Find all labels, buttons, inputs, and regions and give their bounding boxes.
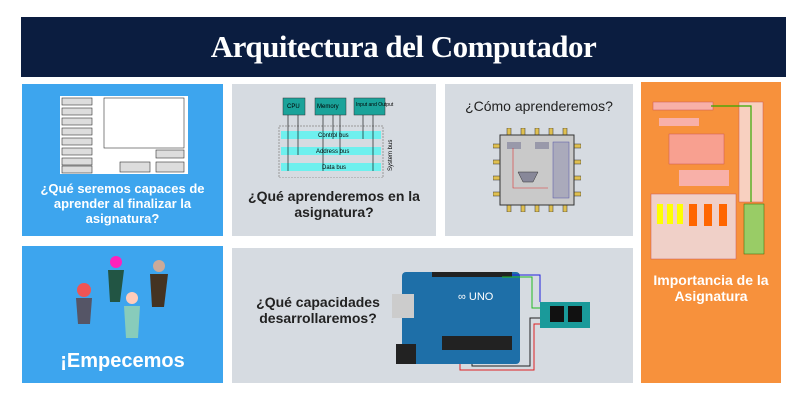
tile-importancia-label: Importancia de la Asignatura [653,272,769,305]
address-bus-label: Address bus [316,149,349,155]
tile-capaces[interactable]: ¿Qué seremos capaces de aprender al fina… [22,84,223,236]
page-title: Arquitectura del Computador [210,29,597,64]
tile-como[interactable]: ¿Cómo aprenderemos? [445,84,633,236]
computer-block-diagram-image [60,96,188,174]
arduino-bluetooth-image: ∞ UNO [392,272,590,371]
tile-aprenderemos-label: ¿Qué aprenderemos en la asignatura? [248,188,420,221]
system-bus-diagram-image: CPU Memory Input and Output Control bus … [278,97,394,178]
computer-architecture-schematic-image [650,101,765,260]
control-bus-label: Control bus [318,133,349,139]
tile-capaces-label: ¿Qué seremos capaces de aprender al fina… [40,181,205,226]
cpu-label: CPU [287,104,300,110]
io-label: Input and Output [356,102,394,108]
processor-chip-image [493,128,581,212]
tile-capacidades[interactable]: ¿Qué capacidades desarrollaremos? ∞ UNO [232,248,633,383]
data-bus-label: Data bus [322,165,346,171]
tile-importancia[interactable]: Importancia de la Asignatura [641,82,781,383]
tile-aprenderemos[interactable]: CPU Memory Input and Output Control bus … [232,84,436,236]
memory-label: Memory [317,104,339,110]
tile-empecemos-label: ¡Empecemos [60,350,185,372]
system-bus-label: System bus [388,140,394,171]
jumping-people-illustration [76,256,168,338]
tile-capacidades-label: ¿Qué capacidades desarrollaremos? [256,294,380,327]
tile-como-label: ¿Cómo aprenderemos? [465,98,613,114]
tile-empecemos[interactable]: ¡Empecemos [22,246,223,383]
header-banner: Arquitectura del Computador [21,17,786,77]
svg-text:∞ UNO: ∞ UNO [458,291,494,303]
